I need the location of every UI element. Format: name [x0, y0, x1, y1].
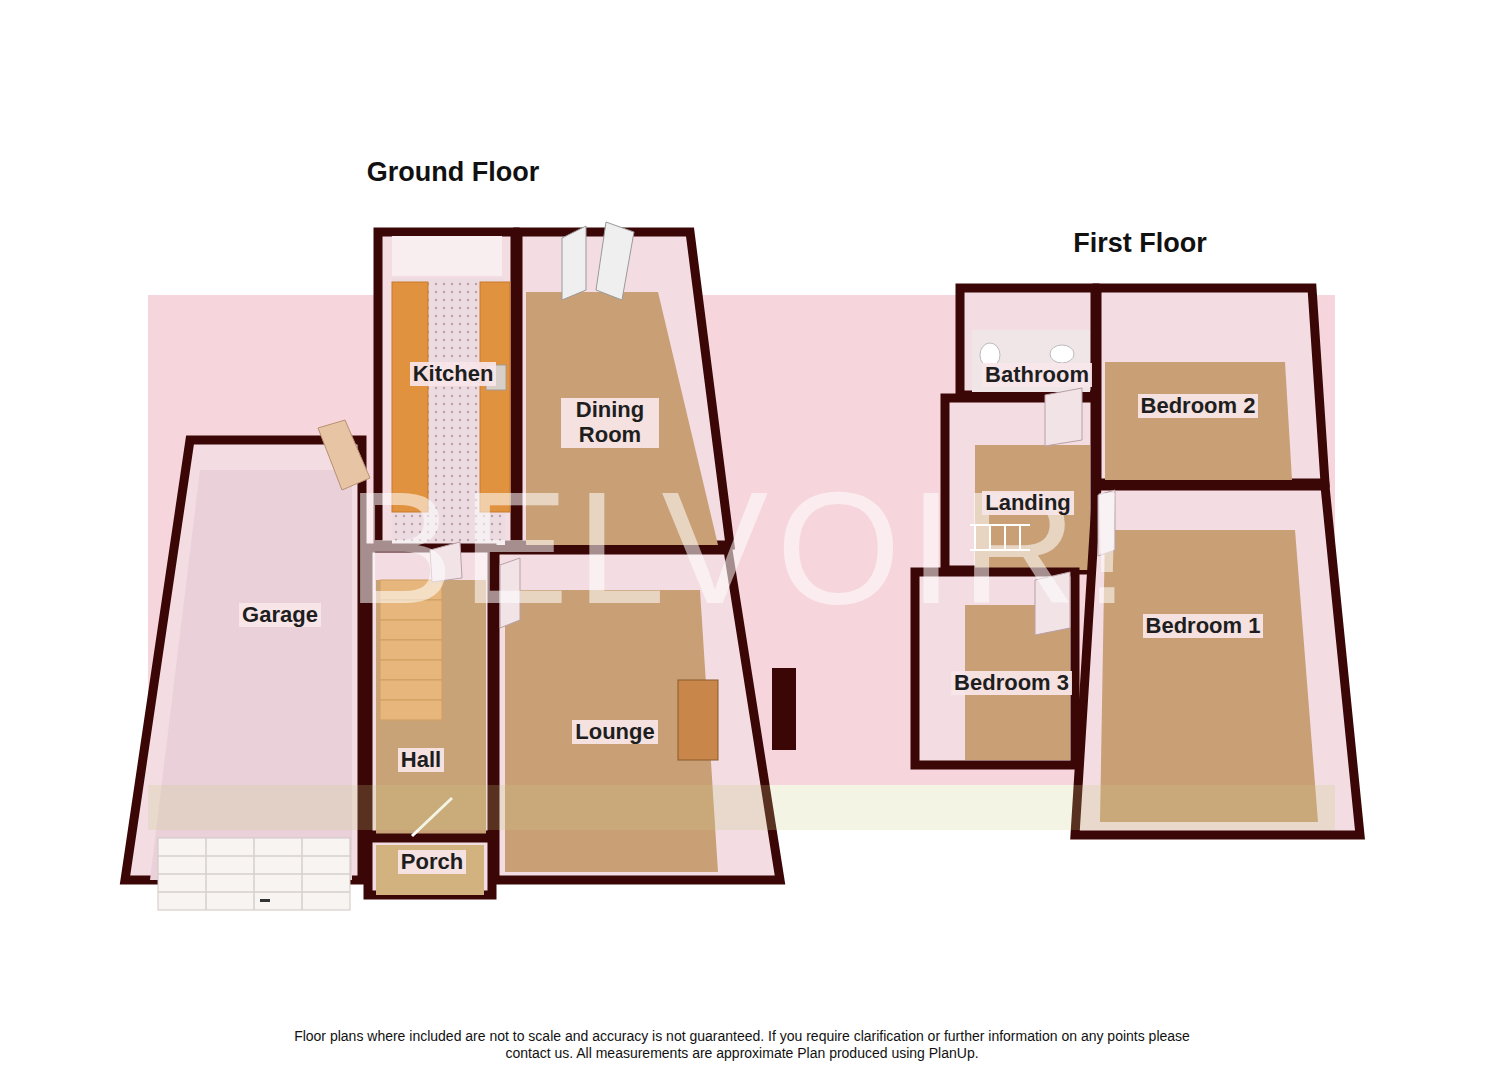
bathroom-floor — [972, 330, 1090, 392]
room-name: Dining Room — [564, 398, 656, 447]
room: Garage — [125, 440, 362, 880]
room-label: Hall — [398, 748, 444, 773]
garage-door-panels — [158, 838, 350, 910]
room: Hall — [368, 548, 492, 835]
light-strip — [148, 785, 1335, 830]
bedroom-floor — [1105, 362, 1292, 480]
room-name: Hall — [401, 748, 441, 773]
room-label: Lounge — [572, 720, 657, 745]
floor-heading: First Floor — [1073, 230, 1207, 257]
room-name: Garage — [242, 603, 318, 628]
caption: Floor plans where included are not to sc… — [272, 1028, 1212, 1062]
room-label: Bathroom — [982, 363, 1092, 388]
room: Porch — [368, 838, 492, 892]
fireplace — [678, 680, 718, 760]
porch-floor — [376, 845, 484, 895]
room-label: Bedroom 3 — [951, 671, 1072, 696]
garage-door — [158, 838, 350, 910]
room-name: Porch — [401, 850, 463, 875]
room-label: Dining Room — [561, 398, 659, 447]
room: Lounge — [497, 552, 780, 880]
room-name: Landing — [985, 491, 1071, 516]
stair-step — [380, 700, 442, 720]
room: Bedroom 3 — [915, 572, 1075, 765]
room-name: Lounge — [575, 720, 654, 745]
room-name: Bedroom 1 — [1146, 614, 1261, 639]
room: Dining Room — [520, 232, 730, 545]
basin — [1050, 345, 1074, 363]
garage-door-handle — [260, 899, 270, 902]
chimney-breast — [772, 668, 796, 750]
internal-door — [1045, 388, 1082, 446]
room-name: Bedroom 3 — [954, 671, 1069, 696]
stair-step — [380, 640, 442, 660]
room: Bedroom 2 — [1097, 288, 1325, 483]
stair-step — [380, 680, 442, 700]
room-name: Bathroom — [985, 363, 1089, 388]
patio-door — [596, 222, 634, 300]
room-label: Porch — [398, 850, 466, 875]
bedroom-walls — [1097, 288, 1325, 483]
room-name: Bedroom 2 — [1141, 394, 1256, 419]
kitchen-window — [392, 236, 502, 276]
room: Bedroom 1 — [1075, 486, 1360, 835]
room-label: Garage — [239, 603, 321, 628]
room: Kitchen — [378, 232, 515, 545]
bathroom-walls — [960, 288, 1095, 395]
porch-walls — [368, 838, 492, 895]
stair-step — [380, 660, 442, 680]
room-label: Kitchen — [410, 362, 497, 387]
floor-heading: Ground Floor — [367, 159, 539, 186]
room-label: Bedroom 2 — [1138, 394, 1259, 419]
room-label: Landing — [982, 491, 1074, 516]
room-name: Kitchen — [413, 362, 494, 387]
room: Landing — [945, 398, 1095, 570]
patio-door — [562, 226, 586, 300]
room: Bathroom — [960, 288, 1095, 395]
room-label: Bedroom 1 — [1143, 614, 1264, 639]
